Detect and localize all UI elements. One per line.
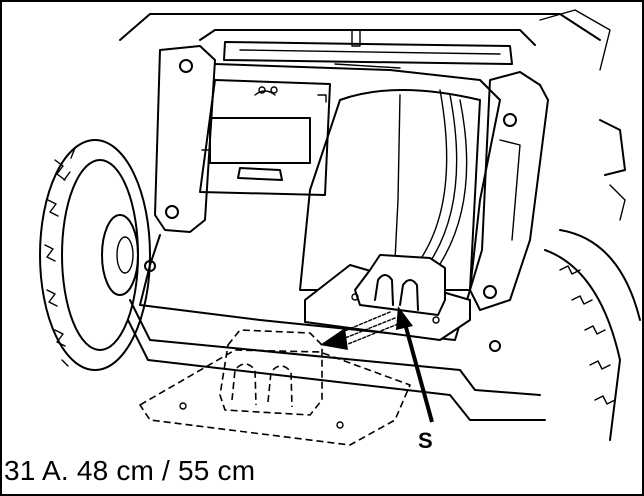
left-wheel (39, 139, 151, 371)
callout-s-arrow (396, 306, 434, 423)
mulch-plug-removed-dashed (139, 329, 411, 446)
discharge-chute (299, 89, 481, 291)
catcher-hanger-bracket (199, 79, 331, 196)
right-side-plate (469, 71, 549, 311)
left-side-plate (154, 45, 216, 233)
mower-handle-bar (119, 9, 611, 71)
removal-direction-arrow (320, 311, 399, 350)
mulch-plug-installed (304, 254, 471, 341)
right-wheel (544, 119, 641, 441)
callout-label-s: S (418, 428, 433, 453)
figure-caption: 31 A. 48 cm / 55 cm (4, 455, 256, 486)
